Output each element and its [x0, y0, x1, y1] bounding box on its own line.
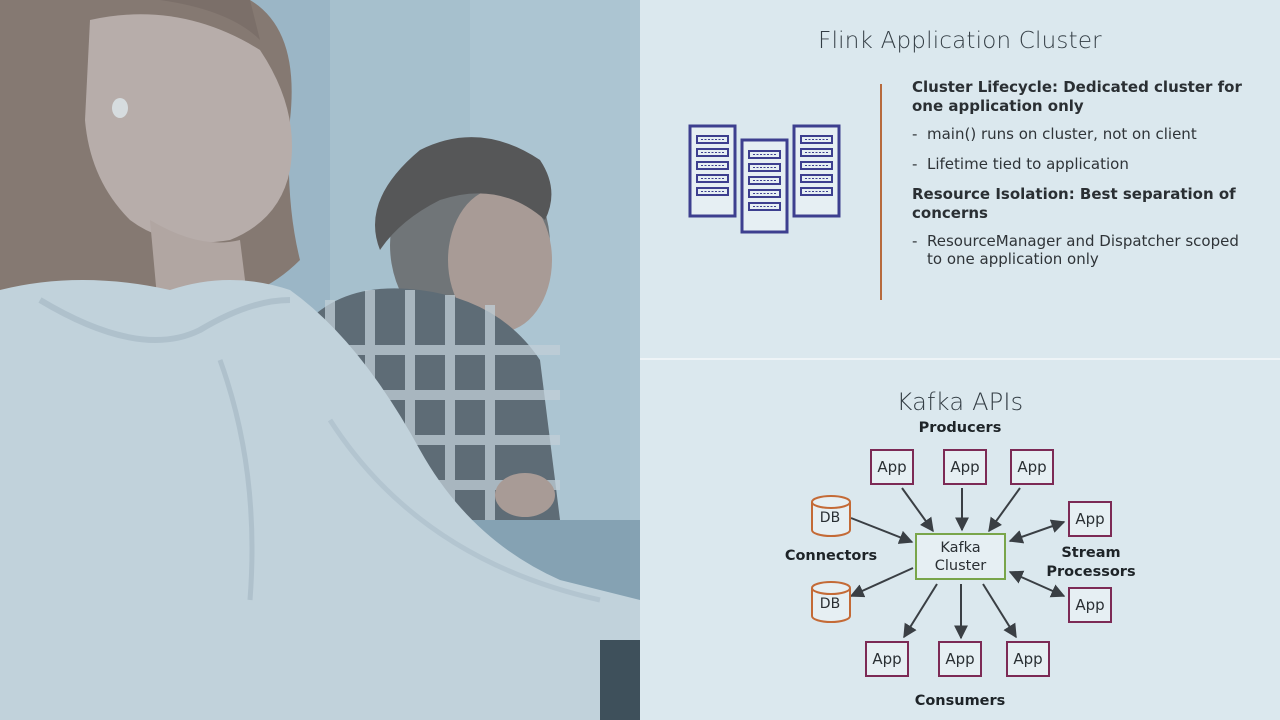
stream-app-2: App [1068, 587, 1112, 623]
panel-divider [640, 358, 1280, 360]
consumer-app-1: App [865, 641, 909, 677]
bullet-text: ResourceManager and Dispatcher scoped to… [927, 232, 1239, 268]
connector-db-1: DB [810, 494, 852, 538]
stream-app-1: App [1068, 501, 1112, 537]
connectors-label: Connectors [784, 548, 878, 564]
arrow-db-in [850, 517, 914, 544]
arrow-producer-1 [901, 487, 934, 533]
db-label: DB [819, 510, 841, 526]
vertical-divider [880, 84, 882, 300]
bullet-item: -Lifetime tied to application [912, 155, 1252, 173]
bullet-text: main() runs on cluster, not on client [927, 125, 1197, 143]
db-label: DB [819, 596, 841, 612]
photo-illustration [0, 0, 640, 720]
producer-app-3: App [1010, 449, 1054, 485]
kafka-diagram: Producers App App App DB DB Connectors K… [640, 360, 1280, 720]
bullet-item: -main() runs on cluster, not on client [912, 125, 1252, 143]
database-icon [811, 581, 851, 623]
stream-processors-label: Stream Processors [1036, 544, 1146, 582]
kafka-cluster-line1: Kafka [940, 539, 981, 556]
server-rack-icon [688, 124, 841, 234]
bullet-marker: - [912, 155, 918, 173]
consumer-app-2: App [938, 641, 982, 677]
bullet-marker: - [912, 125, 918, 143]
producer-app-2: App [943, 449, 987, 485]
lifecycle-heading: Cluster Lifecycle: Dedicated cluster for… [912, 78, 1242, 115]
bullet-item: -ResourceManager and Dispatcher scoped t… [912, 232, 1252, 268]
connector-db-2: DB [810, 580, 852, 624]
stream-label-line1: Stream [1061, 545, 1121, 561]
kafka-title: Kafka APIs [896, 388, 1024, 416]
flink-panel: Flink Application Cluster [640, 0, 1280, 358]
consumer-app-3: App [1006, 641, 1050, 677]
arrow-db-out [849, 567, 914, 598]
kafka-cluster-line2: Cluster [934, 557, 987, 574]
database-icon [811, 495, 851, 537]
producers-label: Producers [918, 420, 1002, 436]
arrow-stream-2 [1008, 570, 1066, 598]
kafka-cluster-box: Kafka Cluster [915, 533, 1006, 580]
arrow-layer [849, 487, 1066, 640]
flink-text: Cluster Lifecycle: Dedicated cluster for… [912, 78, 1252, 280]
bullet-text: Lifetime tied to application [927, 155, 1129, 173]
bullet-marker: - [912, 232, 918, 250]
producer-app-1: App [870, 449, 914, 485]
arrow-stream-1 [1008, 519, 1066, 544]
arrow-producer-3 [988, 487, 1021, 533]
arrow-consumer-1 [903, 583, 938, 639]
kafka-panel: Kafka APIs [640, 360, 1280, 720]
photo-tint-overlay [0, 0, 640, 720]
background-photo [0, 0, 640, 720]
consumers-label: Consumers [914, 693, 1006, 709]
stream-label-line2: Processors [1046, 564, 1136, 580]
arrow-consumer-3 [982, 583, 1017, 639]
flink-title: Flink Application Cluster [818, 28, 1102, 54]
isolation-heading: Resource Isolation: Best separation of c… [912, 185, 1236, 222]
